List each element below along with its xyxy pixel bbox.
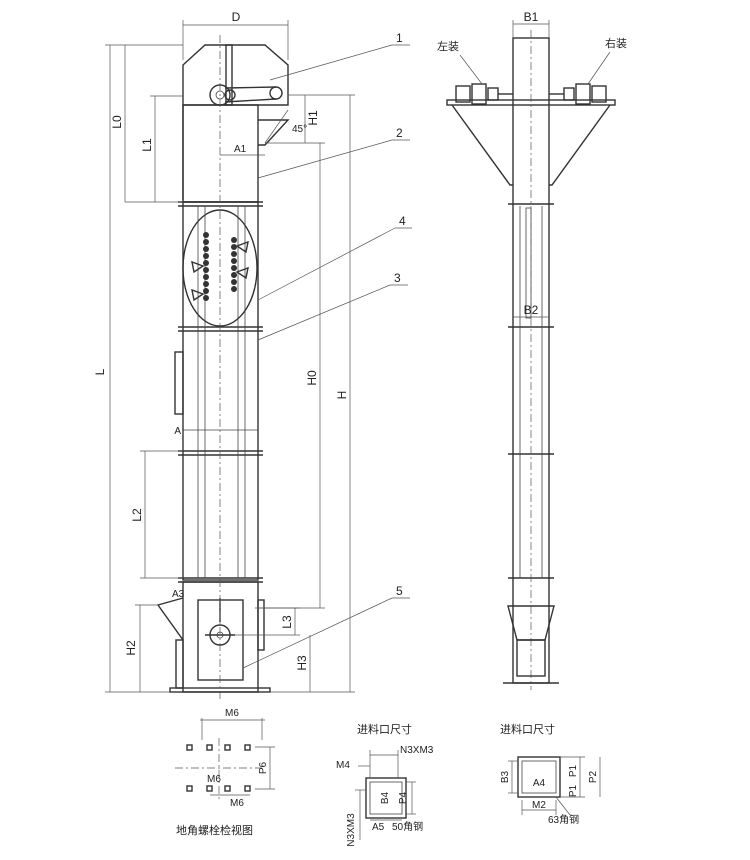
inlet-detail-right: 进料口尺寸 B3 A4 P1 P1 P2 M2 63角钢 [500, 722, 601, 826]
dim-l3: L3 [280, 615, 294, 629]
callout-3: 3 [394, 271, 401, 285]
discharge-chute [258, 119, 290, 146]
inlet-right-steel: 63角钢 [548, 813, 579, 826]
dim-b1: B1 [524, 10, 539, 24]
anchor-bolt-view: M6 P6 M6 M6 地角螺栓检视图 [175, 708, 275, 837]
dim-h2: H2 [124, 640, 138, 656]
label-left-mount: 左装 [437, 40, 459, 53]
callout-4: 4 [399, 214, 406, 228]
inlet-right-frame [517, 756, 561, 798]
anchor-m6-bottom: M6 [230, 798, 244, 809]
side-view: B1 左装 右装 B2 [437, 10, 627, 690]
inlet-right-p2: P2 [588, 770, 599, 783]
anchor-m6-mid: M6 [207, 774, 221, 785]
inlet-left-n3xm3-top: N3XM3 [400, 745, 434, 756]
dim-h: H [335, 391, 349, 400]
dim-l2: L2 [130, 508, 144, 522]
inlet-left-b4: B4 [380, 791, 391, 804]
inlet-right-m2: M2 [532, 800, 546, 811]
inspection-door [174, 351, 184, 415]
inlet-left-n3xm3-side: N3XM3 [346, 813, 357, 847]
angle-45: 45° [292, 124, 307, 135]
dim-h0: H0 [305, 370, 319, 386]
motor-pulley [269, 86, 283, 100]
label-a: A [174, 426, 181, 437]
inlet-right-p1-top: P1 [568, 764, 579, 777]
inlet-left-a5: A5 [372, 822, 385, 833]
dim-d: D [232, 10, 241, 24]
left-drive [455, 83, 513, 105]
inlet-chute [156, 597, 184, 641]
inlet-right-p1-bottom: P1 [568, 784, 579, 797]
casing [182, 201, 259, 581]
inlet-left-caption: 进料口尺寸 [357, 722, 412, 736]
label-right-mount: 右装 [605, 36, 627, 50]
dim-b2: B2 [524, 303, 539, 317]
anchor-m6-top: M6 [225, 708, 239, 719]
inlet-left-m4: M4 [336, 760, 350, 771]
dim-l: L [93, 368, 107, 375]
anchor-p6: P6 [258, 761, 269, 774]
head-housing [182, 104, 259, 203]
callout-2: 2 [396, 126, 403, 140]
inlet-right-a4: A4 [533, 778, 546, 789]
callout-1: 1 [396, 31, 403, 45]
callout-5: 5 [396, 584, 403, 598]
inlet-detail-left: 进料口尺寸 M4 N3XM3 N3XM3 B4 P4 A5 50角钢 [336, 722, 434, 847]
dim-h3: H3 [295, 655, 309, 671]
front-view: A [93, 10, 412, 700]
dim-l1: L1 [140, 138, 154, 152]
right-drive [549, 83, 607, 105]
label-a3: A3 [172, 589, 185, 600]
chain-bucket-left [191, 232, 209, 302]
chain-bucket-right [231, 237, 249, 292]
anchor-caption: 地角螺栓检视图 [176, 823, 253, 837]
inlet-left-frame [365, 777, 407, 819]
inlet-right-b3: B3 [500, 770, 511, 783]
inlet-left-p4: P4 [398, 791, 409, 804]
inlet-right-caption: 进料口尺寸 [500, 722, 555, 736]
dim-h1: H1 [306, 110, 320, 126]
dim-a1: A1 [234, 144, 247, 155]
dim-l0: L0 [110, 115, 124, 129]
inlet-left-steel: 50角钢 [392, 820, 423, 833]
